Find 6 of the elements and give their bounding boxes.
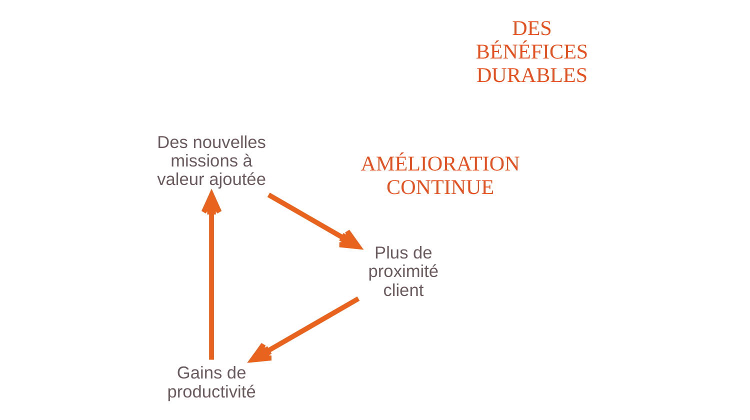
arrow [249, 296, 360, 362]
label: DES BÉNÉFICES DURABLES [475, 16, 588, 87]
label: AMÉLIORATION CONTINUE [360, 152, 520, 200]
node-text: Plus de proximité client [368, 242, 438, 300]
node-text: Gains de productivité [166, 362, 256, 402]
node-text: Des nouvelles missions à valeur ajoutée [156, 132, 266, 190]
